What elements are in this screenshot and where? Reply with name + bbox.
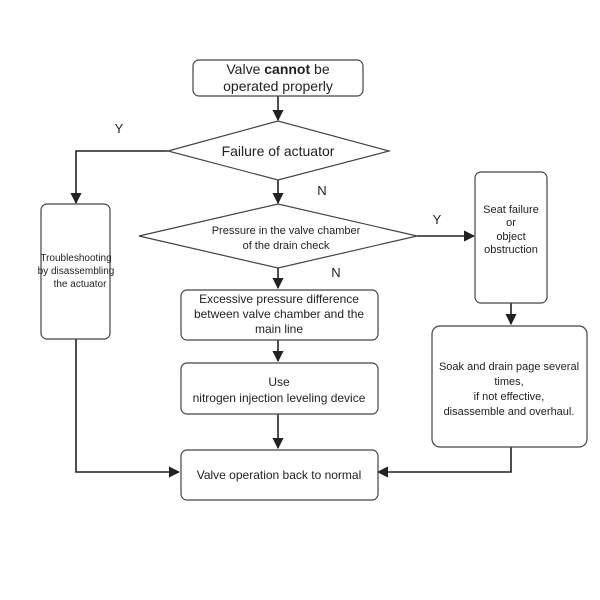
start-text-line2: operated properly	[223, 78, 333, 94]
label-pressure-no: N	[331, 265, 340, 280]
soak-line1: Soak and drain page several	[439, 361, 579, 373]
soak-line4: disassemble and overhaul.	[444, 406, 575, 418]
start-text-bold: cannot	[264, 61, 310, 77]
nitrogen-line2: nitrogen injection leveling device	[193, 391, 366, 405]
decision-actuator-label: Failure of actuator	[222, 143, 335, 159]
end-label: Valve operation back to normal	[197, 468, 362, 482]
svg-text:Valve cannot be: Valve cannot be	[226, 61, 329, 77]
seat-failure-line4: obstruction	[484, 244, 538, 256]
excessive-line2: between valve chamber and the	[194, 307, 364, 321]
decision-actuator: Failure of actuator	[165, 120, 392, 181]
soak-line3: if not effective,	[474, 391, 545, 403]
arrow-actuator-yes-to-troubleshooting	[70, 150, 168, 205]
troubleshooting-box: Troubleshooting by disassembling the act…	[38, 203, 115, 340]
decision-pressure: Pressure in the valve chamber of the dra…	[138, 203, 418, 269]
seat-failure-line2: or	[506, 217, 516, 229]
troubleshooting-line1: Troubleshooting	[40, 253, 111, 264]
soak-box: Soak and drain page several times, if no…	[431, 325, 588, 448]
start-text-post: be	[310, 61, 330, 77]
end-box: Valve operation back to normal	[180, 449, 379, 501]
start-box: Valve cannot be operated properly	[192, 59, 364, 97]
connectors	[70, 96, 517, 478]
arrow-troubleshooting-to-end	[75, 339, 181, 478]
seat-failure-line3: object	[496, 231, 525, 243]
start-text-pre: Valve	[226, 61, 264, 77]
nitrogen-line1: Use	[268, 375, 290, 389]
troubleshooting-line2: by disassembling	[38, 266, 115, 277]
seat-failure-line1: Seat failure	[483, 204, 539, 216]
decision-pressure-line2: of the drain check	[243, 240, 330, 252]
label-actuator-yes: Y	[115, 121, 124, 136]
decision-pressure-line1: Pressure in the valve chamber	[212, 225, 361, 237]
label-pressure-yes: Y	[433, 212, 442, 227]
arrow-soak-to-end	[376, 447, 512, 478]
nitrogen-box: Use nitrogen injection leveling device	[180, 362, 379, 415]
seat-failure-box: Seat failure or object obstruction	[474, 171, 548, 304]
excessive-pressure-box: Excessive pressure difference between va…	[180, 289, 379, 341]
troubleshooting-line3: the actuator	[54, 279, 107, 290]
excessive-line1: Excessive pressure difference	[199, 292, 359, 306]
soak-line2: times,	[494, 376, 523, 388]
label-actuator-no: N	[317, 183, 326, 198]
excessive-line3: main line	[255, 322, 303, 336]
